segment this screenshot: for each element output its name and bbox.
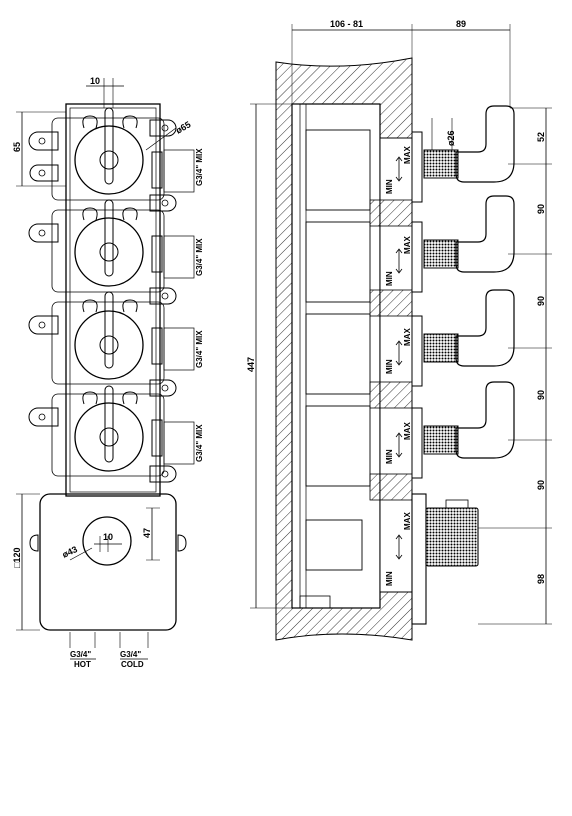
outlet-label-2: G3/4" MIX (195, 238, 204, 276)
front-valve-4: G3/4" MIX (28, 379, 204, 483)
side-handle-3 (411, 289, 515, 387)
dim-box-offset: 10 (103, 532, 113, 542)
dim-box-diameter: ø43 (61, 544, 79, 560)
side-handle-1 (411, 105, 515, 203)
dim-knob-diameter: ø26 (446, 130, 456, 146)
side-handle-4 (411, 381, 515, 479)
dim-top-offset: 10 (90, 76, 100, 86)
flow-max-2: MAX (403, 236, 412, 254)
side-handle-2 (411, 195, 515, 293)
flow-max-3: MAX (403, 328, 412, 346)
front-side-dimension: 65 (12, 111, 66, 187)
front-mixer-box: 10 47 ø43 □120 (12, 493, 187, 631)
dim-projection: 89 (456, 19, 466, 29)
inlet-hot: HOT (74, 660, 91, 669)
inlet-labels: G3/4" HOT G3/4" COLD (69, 632, 149, 669)
outlet-label-4: G3/4" MIX (195, 424, 204, 462)
outlet-label-3: G3/4" MIX (195, 330, 204, 368)
side-body (291, 103, 413, 609)
flow-min-1: MIN (385, 179, 394, 194)
dim-total-height: 447 (246, 357, 256, 372)
dim-spacing-5: 90 (536, 480, 546, 490)
front-top-dimension: 10 (86, 76, 124, 108)
dim-spacing-3: 90 (536, 296, 546, 306)
dim-wall-depth: 106 - 81 (330, 19, 363, 29)
front-valve-3: G3/4" MIX (28, 287, 204, 385)
dim-valve-diameter: ø65 (174, 119, 192, 135)
dim-box-height: 47 (142, 528, 152, 538)
front-valve-1: G3/4" MIX (28, 107, 204, 201)
flow-max-4: MAX (403, 422, 412, 440)
front-frame-inner (69, 107, 157, 493)
dim-spacing-1: 52 (536, 132, 546, 142)
flow-min-2: MIN (385, 271, 394, 286)
inlet-cold-size: G3/4" (120, 650, 141, 659)
flow-min-3: MIN (385, 359, 394, 374)
inlet-cold: COLD (121, 660, 144, 669)
flow-min-4: MIN (385, 449, 394, 464)
inlet-hot-size: G3/4" (70, 650, 91, 659)
flow-labels: MIN MAX MIN MAX MIN MAX MIN MAX MIN MAX (385, 146, 412, 586)
knob-diameter-dimension: ø26 (431, 118, 456, 150)
dim-valve-spacing: 65 (12, 142, 22, 152)
outlet-label-1: G3/4" MIX (195, 148, 204, 186)
flow-min-5: MIN (385, 571, 394, 586)
side-view: 106 - 81 89 MIN MAX MIN MAX (246, 19, 552, 641)
side-mixer-knob (411, 493, 479, 625)
front-valve-diameter: ø65 (145, 119, 192, 151)
dim-spacing-4: 90 (536, 390, 546, 400)
side-top-dimensions: 106 - 81 89 (291, 19, 511, 108)
dim-spacing-2: 90 (536, 204, 546, 214)
flow-max-1: MAX (403, 146, 412, 164)
front-frame-outer (65, 103, 161, 497)
flow-max-5: MAX (403, 512, 412, 530)
side-height-dimension: 447 (246, 103, 292, 609)
dim-box-square: □120 (12, 548, 22, 568)
front-view: 10 G3/4" MIX (12, 76, 204, 669)
front-valve-2: G3/4" MIX (28, 194, 204, 293)
side-spacing-dimensions: 52 90 90 90 90 98 (478, 107, 552, 625)
dim-spacing-6: 98 (536, 574, 546, 584)
